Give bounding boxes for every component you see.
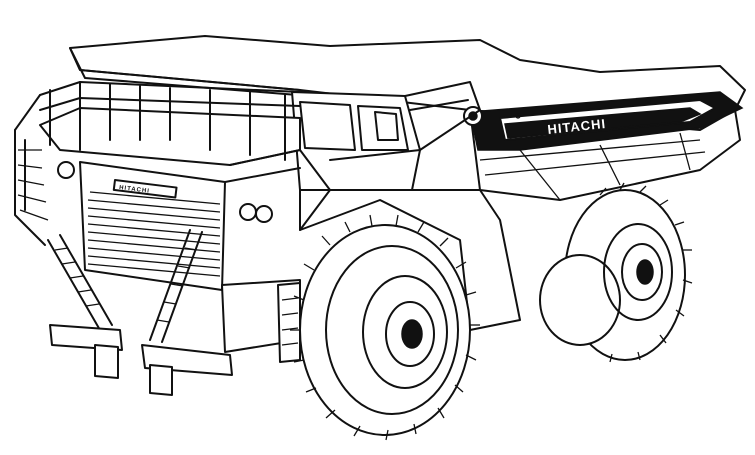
operator-cab xyxy=(291,81,481,201)
cab-window-left xyxy=(299,101,356,151)
hitachi-side-logo: HITACHI xyxy=(547,116,607,137)
front-bumper xyxy=(49,279,301,396)
grille-nameplate xyxy=(112,178,178,199)
cab-window-right xyxy=(357,105,409,151)
front-ladders xyxy=(47,229,203,343)
dump-body: HITACHI xyxy=(69,35,746,201)
svg-text:HITACHI: HITACHI xyxy=(119,185,150,195)
front-wheel xyxy=(290,214,480,441)
rear-wheel xyxy=(539,182,693,363)
headlight-left-icon xyxy=(57,161,75,179)
upper-deck xyxy=(14,81,301,246)
headlight-right-icon xyxy=(239,203,257,221)
radiator-grille: HITACHI xyxy=(57,161,273,291)
